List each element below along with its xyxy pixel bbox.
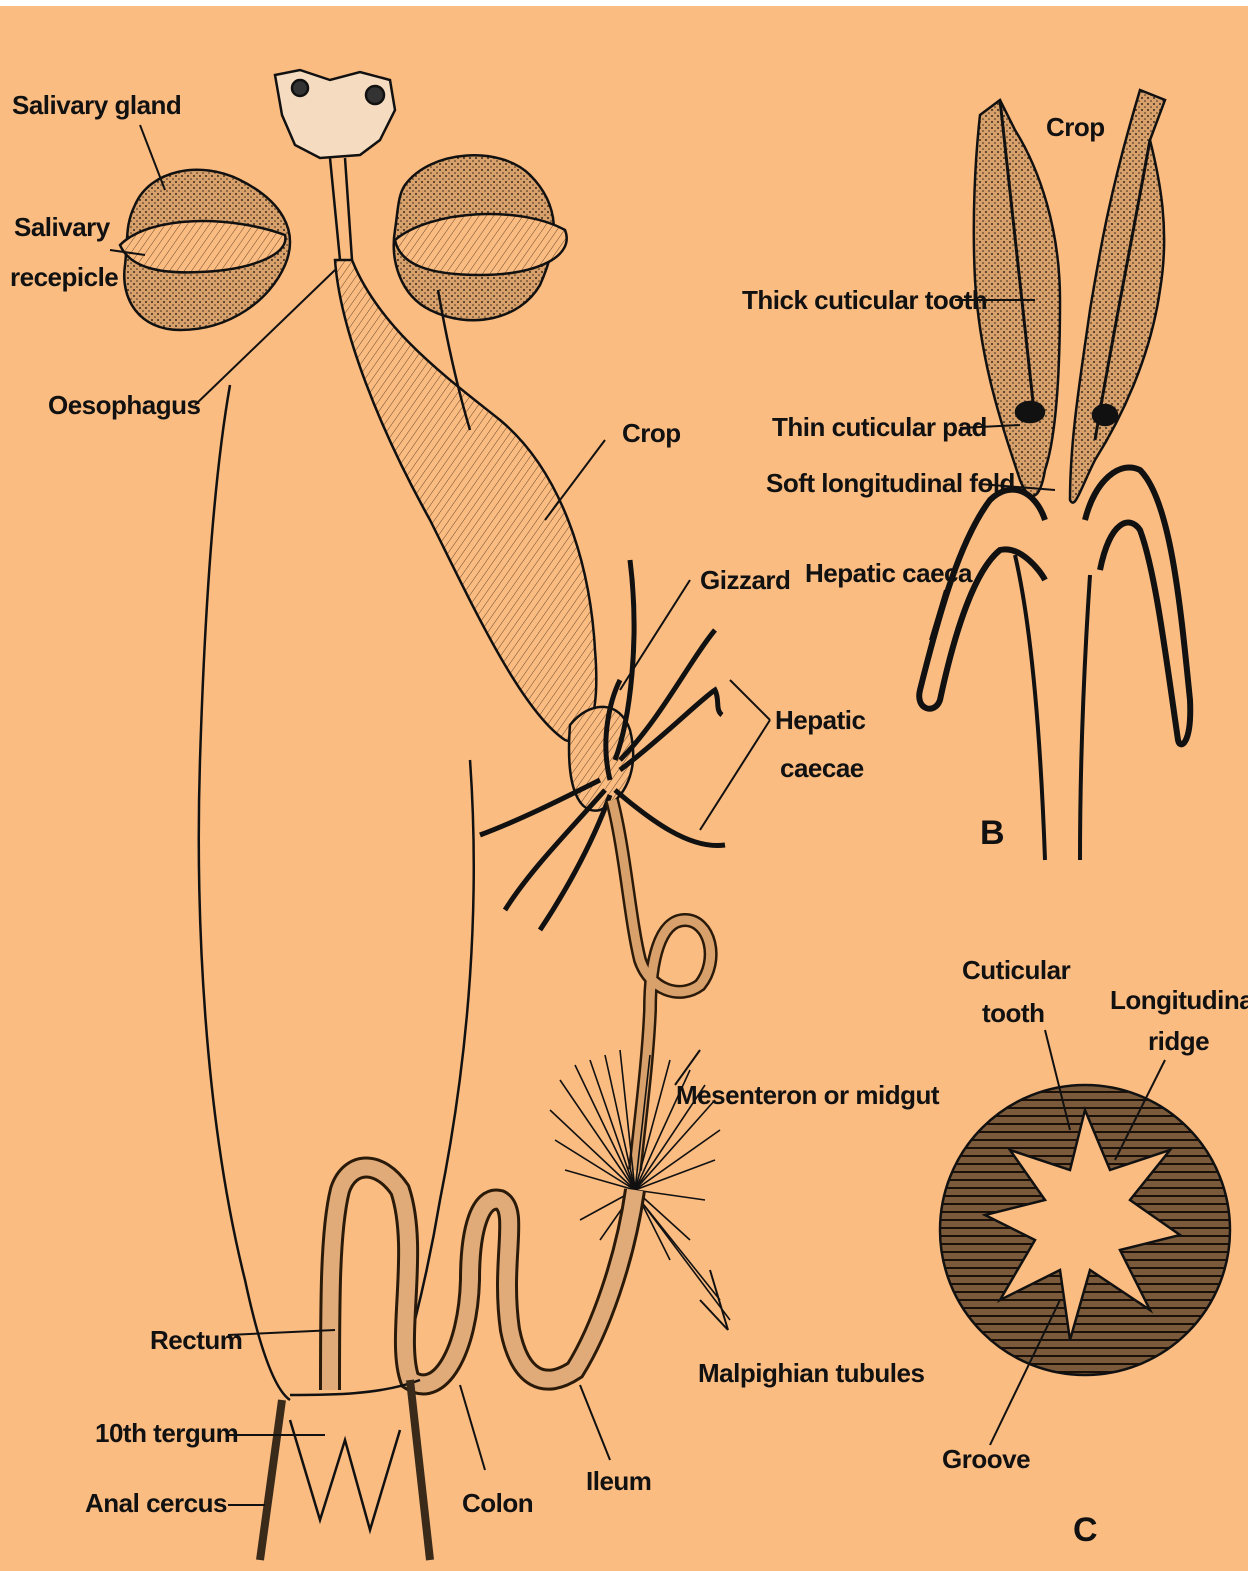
label-tergum: 10th tergum [95,1418,238,1448]
label-soft-fold: Soft longitudinal fold [766,468,1015,498]
leader-lines-a [110,125,770,1505]
label-colon: Colon [462,1488,533,1518]
label-salivary-gland: Salivary gland [12,90,181,120]
label-anal-cercus: Anal cercus [85,1488,227,1518]
label-crop: Crop [622,418,681,448]
panel-b-letter: B [980,818,1004,848]
panel-c-letter: C [1073,1515,1097,1545]
label-ridge-2: ridge [1148,1026,1209,1056]
label-longitudinal-1: Longitudinal [1110,985,1248,1015]
label-tooth-2: tooth [982,998,1044,1028]
label-gizzard: Gizzard [700,565,790,595]
label-salivary-1: Salivary [14,212,110,242]
label-mesenteron: Mesenteron or midgut [676,1080,939,1110]
label-thin-pad: Thin cuticular pad [772,412,987,442]
label-hepatic-caeca: Hepatic caeca [805,558,972,588]
crop-wall-right [1070,90,1165,503]
label-rectum: Rectum [150,1325,242,1355]
label-caecae-2: caecae [780,753,864,783]
label-cuticular-1: Cuticular [962,955,1070,985]
label-thick-tooth: Thick cuticular tooth [742,285,987,315]
label-hepatic-1: Hepatic [775,705,865,735]
crop [335,260,596,742]
tail-outline [290,1420,400,1530]
hepatic-caeca-right [1085,467,1190,744]
label-malpighian: Malpighian tubules [698,1358,924,1388]
panel-c-drawing [940,1030,1230,1445]
label-groove: Groove [942,1444,1030,1474]
hepatic-caeca-left [919,490,1045,709]
label-oesophagus: Oesophagus [48,390,200,420]
oesophagus [330,158,352,260]
label-b-crop: Crop [1046,112,1105,142]
anal-cercus [260,1400,282,1560]
body-outline [199,385,290,1400]
label-ileum: Ileum [586,1466,651,1496]
label-recepicle-2: recepicle [10,262,118,292]
